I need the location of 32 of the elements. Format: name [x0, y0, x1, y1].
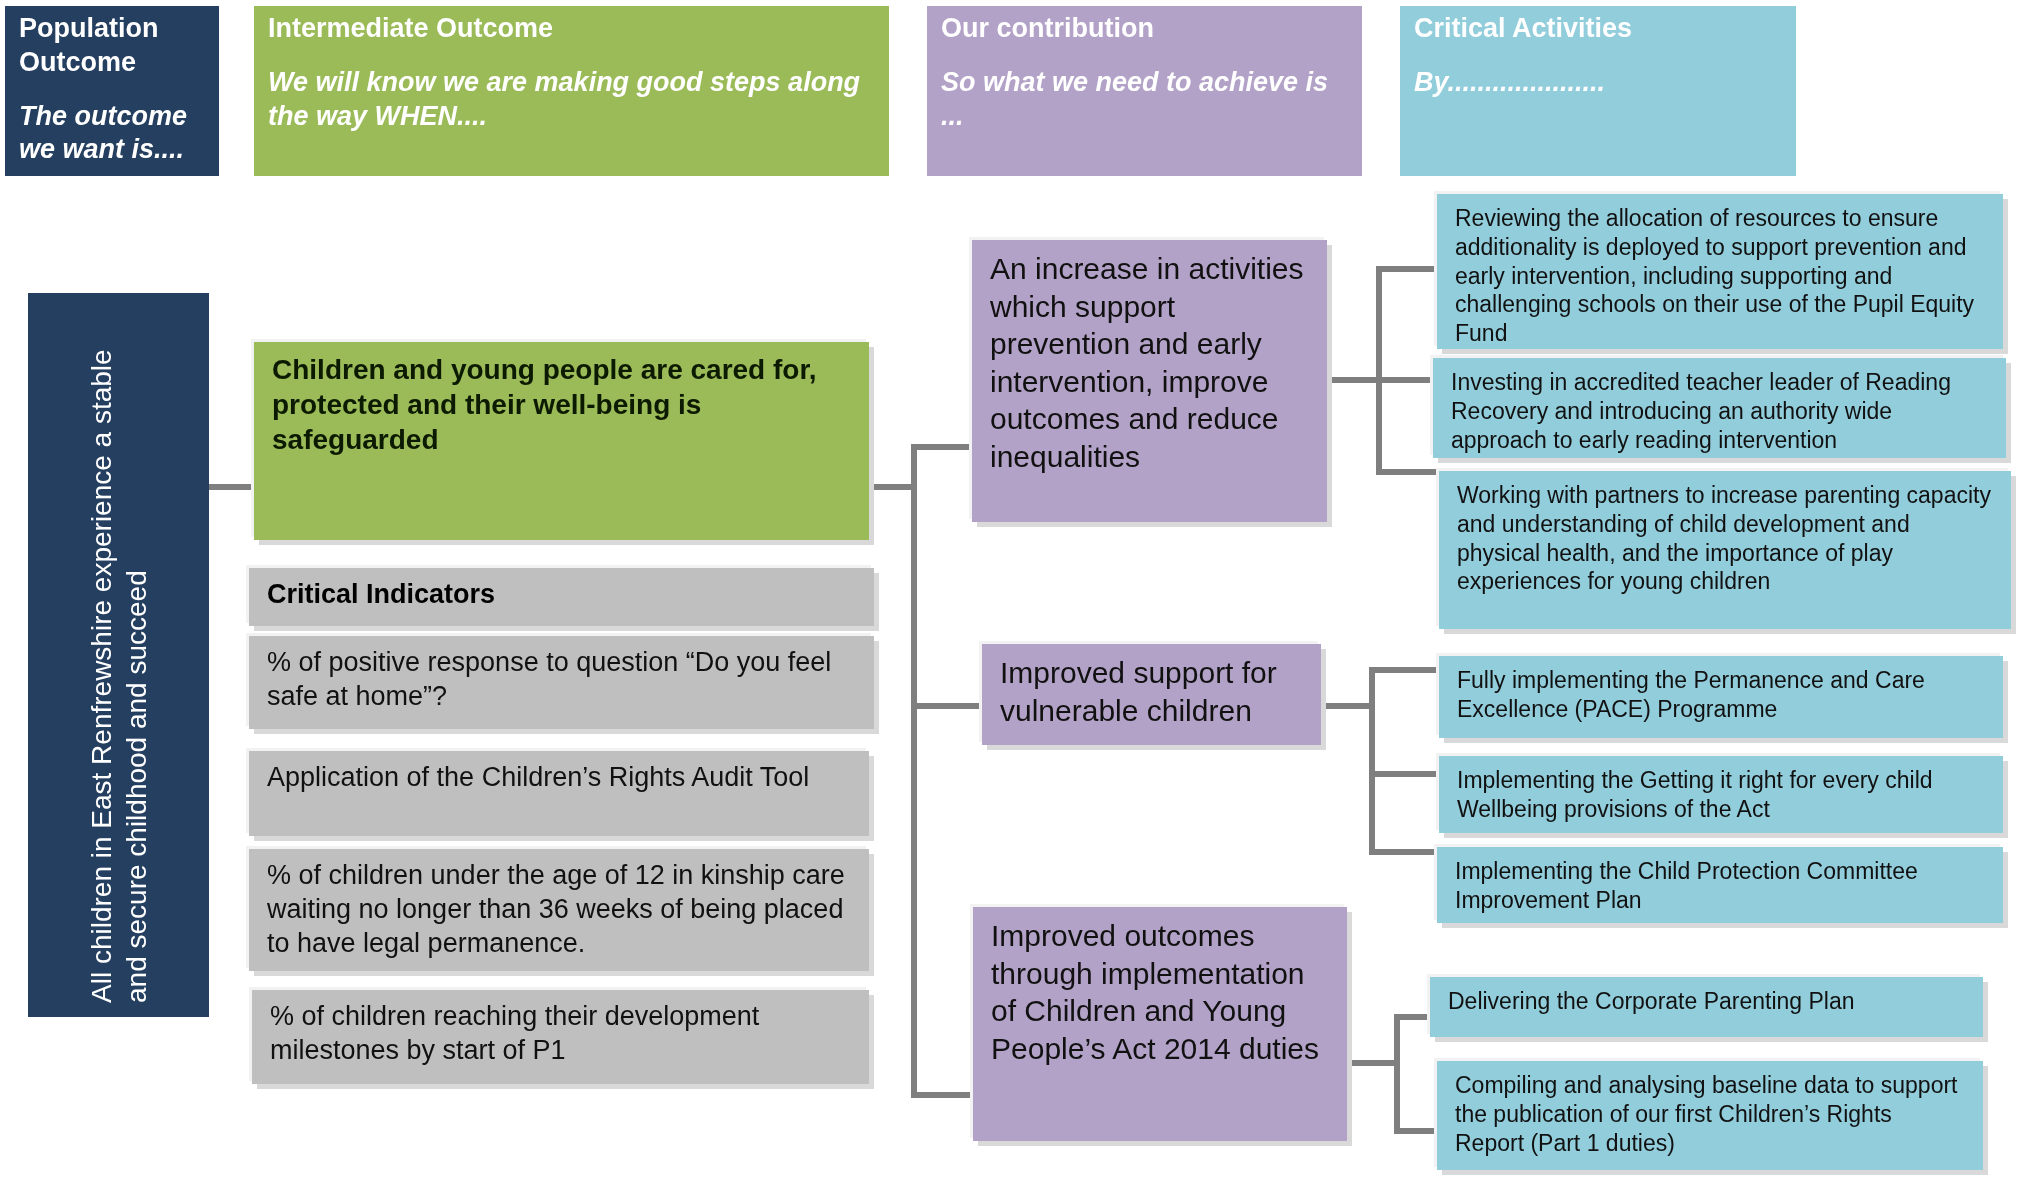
- box-text: An increase in activities which support prevention and early intervention, improve outcomes and reduce inequalities: [990, 251, 1305, 475]
- box-text: Improved outcomes through implementation of Children and Young People’s Act 2014 duties: [991, 918, 1321, 1067]
- box-text: Implementing the Getting it right for every child Wellbeing provisions of the Act: [1457, 766, 1934, 824]
- box-text: Fully implementing the Permanence and Care Excellence (PACE) Programme: [1457, 666, 1926, 724]
- outcome-text: All children in East Renfrewshire experience a stable and secure childhood and succeed: [84, 348, 153, 1003]
- box-text: Compiling and analysing baseline data to support the publication of our first Children’s Rights Report (Part 1 duties): [1455, 1071, 1959, 1158]
- box-text: Reviewing the allocation of resources to ensure additionality is deployed to support prevention and early intervention, including supporting and challenging schools on their use of the Pupil Equity Fund: [1455, 204, 1976, 348]
- header-subtitle: By.....................: [1414, 65, 1607, 99]
- header-box: [254, 6, 889, 176]
- box-text: Application of the Children’s Rights Audit Tool: [267, 761, 811, 794]
- box-text: Investing in accredited teacher leader of Reading Recovery and introducing an authority wide approach to early reading intervention: [1451, 368, 1952, 455]
- header-title: Population Outcome: [19, 12, 160, 79]
- box-text: Delivering the Corporate Parenting Plan: [1448, 987, 1856, 1016]
- header-subtitle: So what we need to achieve is ...: [941, 65, 1330, 133]
- header-box: [1400, 6, 1796, 176]
- header-title: Intermediate Outcome: [268, 12, 555, 45]
- box-text: Critical Indicators: [267, 578, 497, 611]
- box-text: Children and young people are cared for, protected and their well-being is safeguarded: [272, 353, 818, 457]
- header-subtitle: We will know we are making good steps along the way WHEN....: [268, 65, 862, 133]
- header-title: Critical Activities: [1414, 12, 1634, 45]
- outcome-banner: [28, 293, 209, 1017]
- header-box: [927, 6, 1362, 176]
- box-text: % of children reaching their development milestones by start of P1: [270, 1000, 761, 1067]
- box-text: Working with partners to increase parenting capacity and understanding of child development and physical health, and the importance of play experiences for young children: [1457, 481, 1992, 596]
- box-text: % of children under the age of 12 in kinship care waiting no longer than 36 weeks of being placed to have legal permanence.: [267, 859, 846, 960]
- box-text: Improved support for vulnerable children: [1000, 655, 1278, 729]
- header-subtitle: The outcome we want is....: [19, 99, 188, 167]
- header-box: [5, 6, 219, 176]
- header-title: Our contribution: [941, 12, 1155, 45]
- connector-line: [209, 484, 254, 490]
- box-text: % of positive response to question “Do you feel safe at home”?: [267, 646, 833, 713]
- box-text: Implementing the Child Protection Committee Improvement Plan: [1455, 857, 1919, 915]
